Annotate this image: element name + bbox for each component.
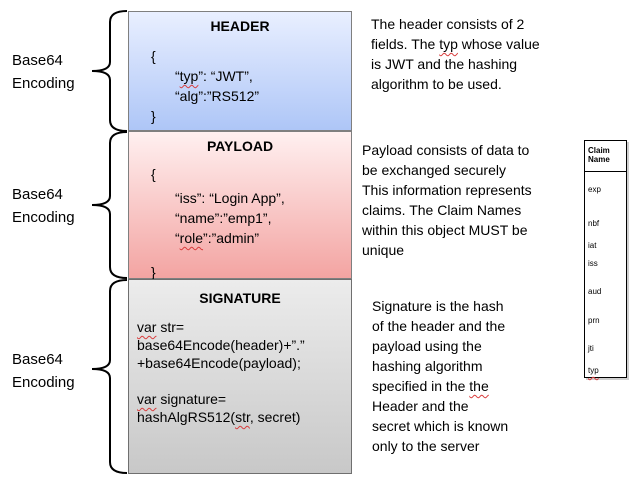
desc-line: claims. The Claim Names (362, 202, 522, 218)
header-description: The header consists of 2 fields. The typ… (371, 14, 540, 94)
claim-item: iss (588, 259, 598, 268)
desc-text: fields. The (371, 36, 440, 52)
desc-line: be exchanged securely (362, 162, 506, 178)
claim-item: typ (588, 366, 599, 375)
typ-word: typ (439, 36, 458, 52)
payload-description: Payload consists of data to be exchanged… (362, 140, 532, 260)
signature-description: Signature is the hash of the header and … (372, 296, 508, 456)
desc-line: This information represents (362, 182, 532, 198)
typ-key: typ (179, 68, 199, 84)
sig-text: , secret) (249, 409, 301, 425)
desc-text: specified in the (372, 378, 470, 394)
close-brace: } (151, 108, 156, 124)
claim-item: jti (588, 344, 594, 353)
sig-text: hashAlgRS512( (137, 409, 236, 425)
var-keyword: var (137, 391, 157, 407)
sig-line-3: +base64Encode(payload); (137, 355, 301, 371)
claim-name-header: Claim Name (585, 141, 626, 172)
claim-head-line: Name (588, 155, 610, 164)
claim-item: exp (588, 185, 601, 194)
desc-line: Header and the (372, 398, 469, 414)
quote: “ (175, 68, 180, 84)
desc-line: The header consists of 2 (371, 16, 525, 32)
desc-line: secret which is known (372, 418, 509, 434)
desc-line: payload using the (372, 338, 482, 354)
signature-title: SIGNATURE (199, 290, 281, 306)
quote: “ (175, 230, 180, 246)
sig-line-5: hashAlgRS512(str, secret) (137, 408, 305, 426)
desc-line: of the header and the (372, 318, 506, 334)
brace-signature (91, 279, 128, 474)
desc-line: Signature is the hash (372, 298, 504, 314)
var-keyword: var (137, 319, 157, 335)
desc-text: whose value (457, 36, 540, 52)
encoding-label-line: Base64 (12, 186, 63, 203)
str-token: str (235, 409, 250, 425)
sig-line-1: var str= (137, 318, 305, 336)
payload-line-name: “name”:”emp1”, (175, 210, 272, 226)
brace-header (91, 10, 128, 132)
sig-text: str= (156, 319, 185, 335)
header-line-alg: “alg”:”RS512” (175, 88, 260, 104)
encoding-label-line: Encoding (12, 75, 75, 92)
payload-title: PAYLOAD (206, 138, 274, 154)
encoding-label-line: Encoding (12, 209, 75, 226)
claim-item: aud (588, 287, 602, 296)
payload-section: PAYLOAD { “iss”: “Login App”, “name”:”em… (128, 131, 352, 282)
open-brace: { (151, 48, 156, 64)
signature-section: SIGNATURE var str= base64Encode(header)+… (128, 279, 352, 474)
desc-line: is JWT and the hashing (371, 56, 518, 72)
header-json: { “typ”: “JWT”, “alg”:”RS512” } (151, 46, 259, 126)
sig-line-2: base64Encode(header)+”.” (137, 337, 305, 353)
claim-item: nbf (588, 219, 600, 228)
claim-head-line: Claim (588, 146, 610, 155)
repeated-word: the (469, 378, 489, 394)
role-key: role (179, 230, 204, 246)
close-brace: } (151, 264, 156, 280)
encoding-label-line: Base64 (12, 351, 63, 368)
header-section: HEADER { “typ”: “JWT”, “alg”:”RS512” } (128, 11, 352, 131)
desc-line: only to the server (372, 438, 480, 454)
header-title: HEADER (210, 18, 270, 34)
encoding-label-signature: Base64 Encoding (12, 348, 75, 394)
desc-line: unique (362, 242, 405, 258)
role-value: ”:”admin” (203, 230, 260, 246)
signature-code: var str= base64Encode(header)+”.” +base6… (137, 318, 305, 426)
desc-line: within this object MUST be (362, 222, 528, 238)
payload-line-iss: “iss”: “Login App”, (175, 190, 285, 206)
claim-name-table: Claim Name exp nbf iat iss aud prn jti t… (584, 140, 627, 378)
claim-item: iat (588, 241, 597, 250)
sig-line-4: var signature= (137, 390, 305, 408)
desc-line: hashing algorithm (372, 358, 483, 374)
encoding-label-header: Base64 Encoding (12, 49, 75, 95)
sig-text: signature= (156, 391, 227, 407)
encoding-label-line: Encoding (12, 374, 75, 391)
desc-line: specified in the the (372, 376, 508, 396)
brace-payload (91, 131, 128, 279)
payload-json: { “iss”: “Login App”, “name”:”emp1”, “ro… (151, 164, 285, 282)
encoding-label-line: Base64 (12, 52, 63, 69)
desc-line: Payload consists of data to (362, 142, 530, 158)
encoding-label-payload: Base64 Encoding (12, 183, 75, 229)
payload-line-role: “role”:”admin” (151, 228, 285, 248)
typ-value: ”: “JWT”, (198, 68, 253, 84)
desc-line: fields. The typ whose value (371, 34, 540, 54)
open-brace: { (151, 166, 156, 182)
desc-line: algorithm to be used. (371, 76, 502, 92)
claim-item: prn (588, 316, 600, 325)
header-line-typ: “typ”: “JWT”, (151, 66, 259, 86)
